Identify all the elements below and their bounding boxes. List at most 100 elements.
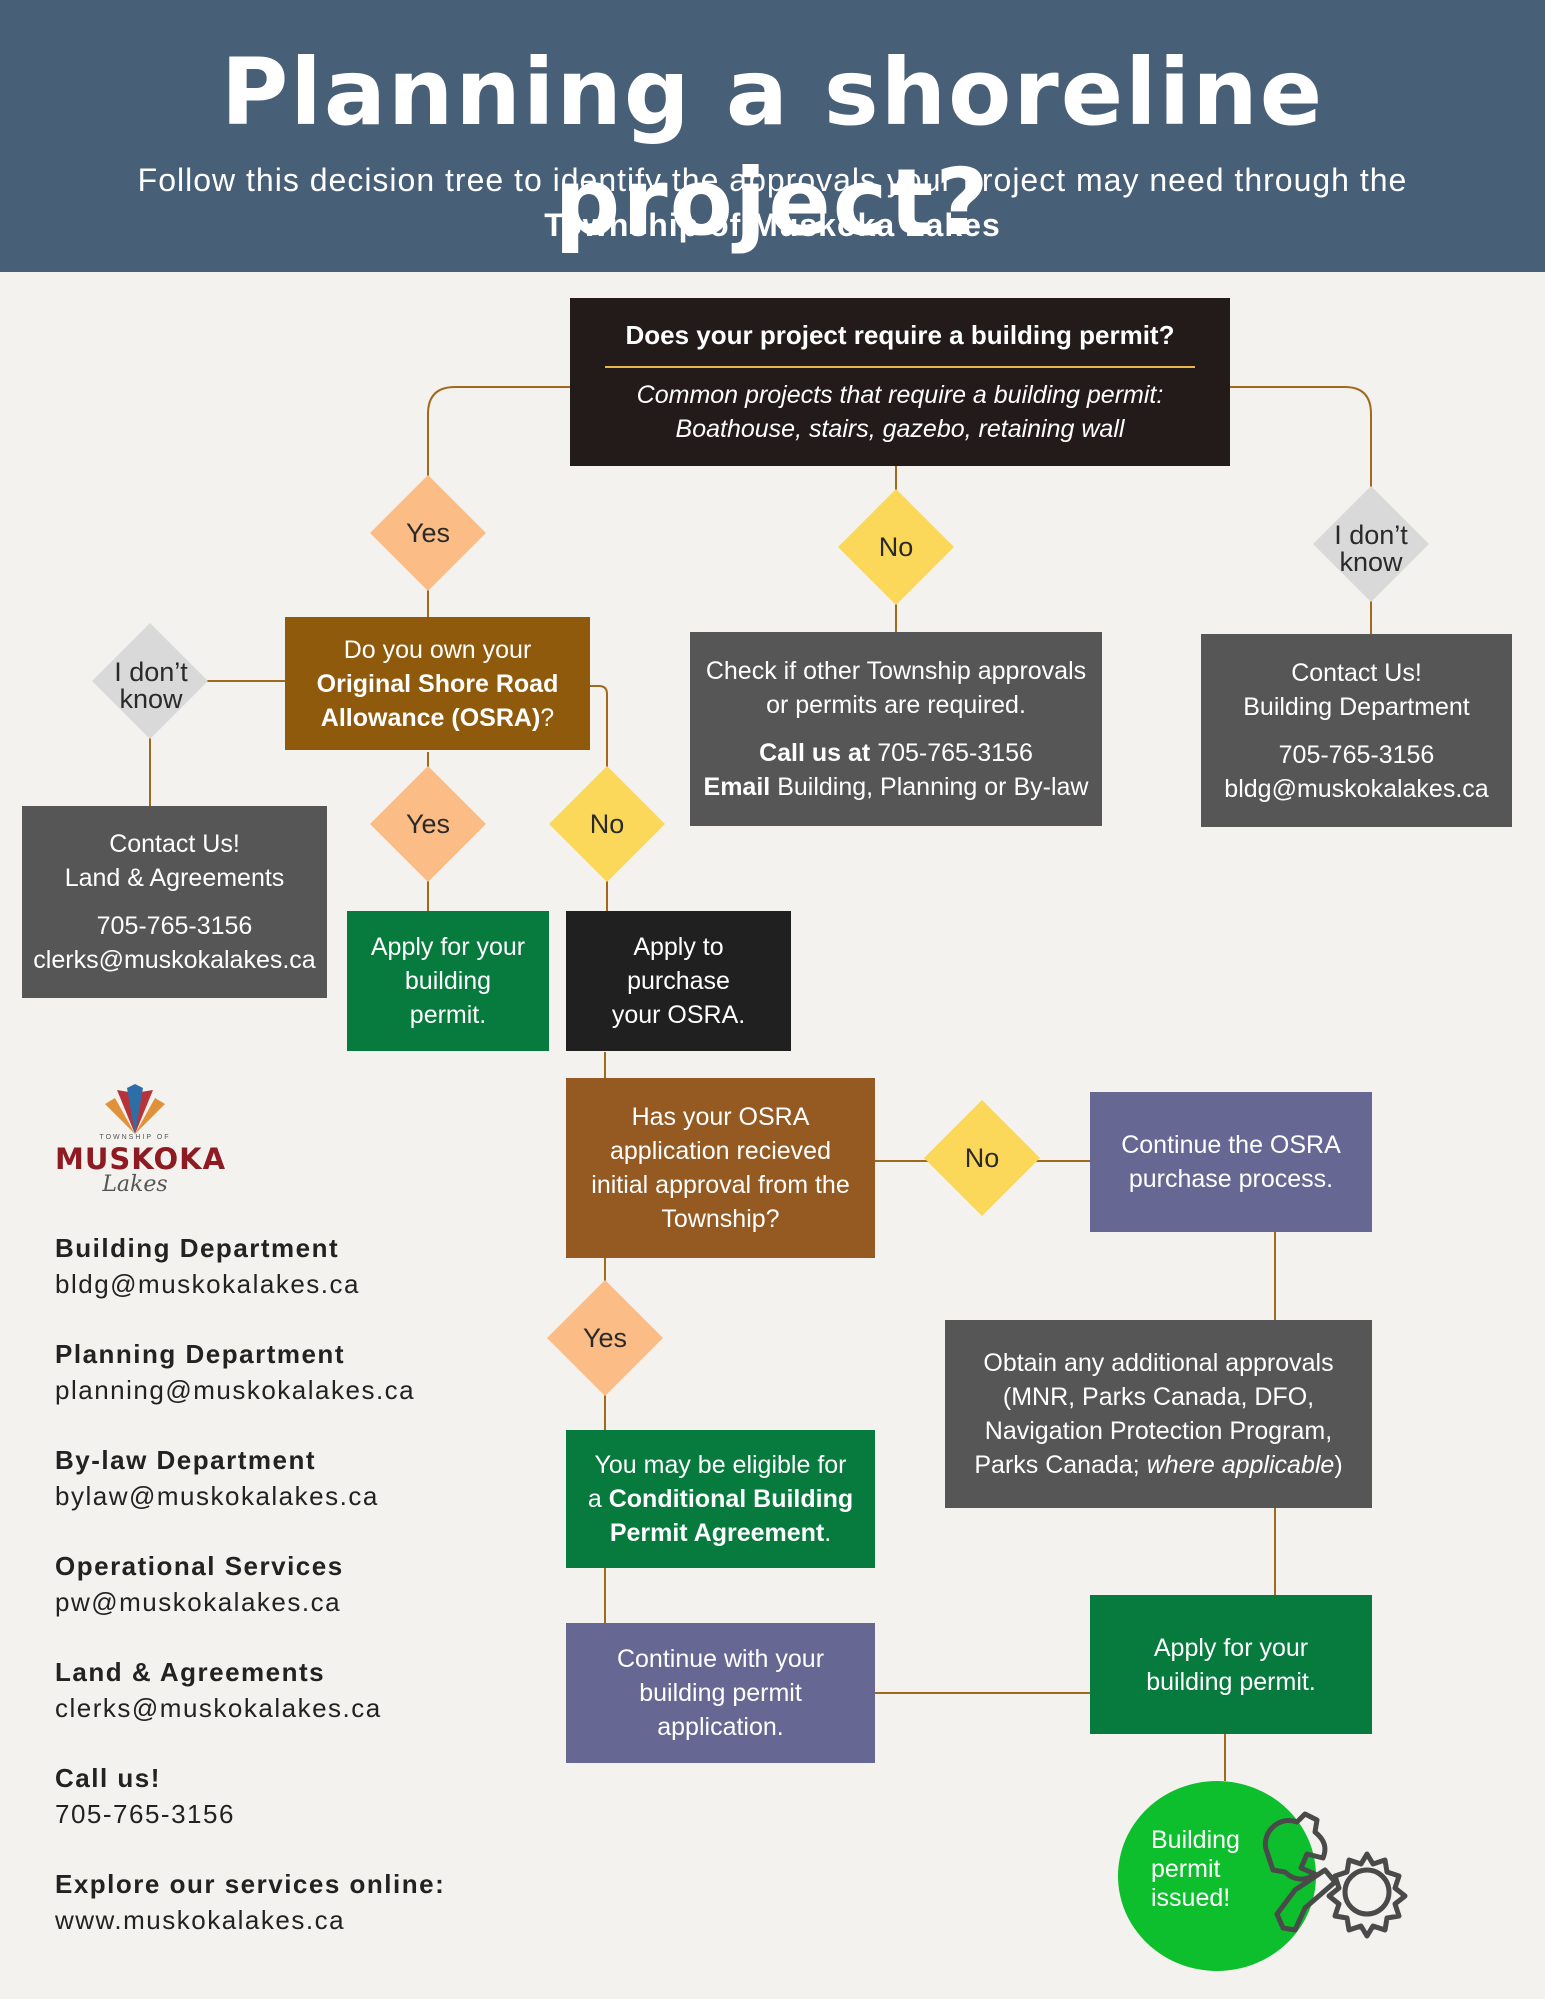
purchase-osra-line: your OSRA.: [611, 1001, 746, 1029]
page-title: Planning a shoreline project?: [220, 39, 1325, 256]
contact-phone[interactable]: 705-765-3156: [55, 1799, 235, 1829]
conditional-line: You may be eligible for: [594, 1451, 847, 1479]
additional-approvals-box: Obtain any additional approvals (MNR, Pa…: [945, 1320, 1372, 1508]
dont-know-label: I don’t know: [96, 659, 206, 713]
contact-heading: Land & Agreements: [55, 1657, 326, 1687]
website-link[interactable]: www.muskokalakes.ca: [55, 1905, 346, 1935]
osra-ownership-question: Do you own your Original Shore Road Allo…: [285, 617, 590, 750]
page-subtitle-organization: Township of Muskoka Lakes: [544, 207, 1001, 243]
contact-land-box: Contact Us! Land & Agreements 705-765-31…: [22, 806, 327, 998]
conditional-bold: Permit Agreement: [609, 1519, 825, 1547]
permit-issued-line: permit: [1151, 1855, 1221, 1883]
email-label: Email: [703, 773, 771, 801]
divider: [605, 366, 1195, 368]
phone-number: 705-765-3156: [877, 739, 1033, 767]
apply-building-permit-box: Apply for your building permit.: [1090, 1595, 1372, 1734]
check-other-line: Check if other Township approvals: [705, 657, 1087, 685]
contact-heading: Contact Us!: [109, 830, 240, 858]
permit-issued-label: Building permit issued!: [1151, 1826, 1240, 1913]
conditional-permit-box: You may be eligible for a Conditional Bu…: [566, 1430, 875, 1568]
osra-question-mark: ?: [540, 703, 555, 732]
dont-know-label-line: know: [119, 684, 183, 714]
no-label: No: [878, 532, 914, 562]
contact-item: Planning Department planning@muskokalake…: [55, 1336, 515, 1408]
contact-item: Explore our services online: www.muskoka…: [55, 1866, 515, 1938]
contact-email: clerks@muskokalakes.ca: [33, 946, 316, 974]
contact-heading: Building Department: [55, 1233, 340, 1263]
purchase-osra-box: Apply to purchase your OSRA.: [566, 911, 791, 1051]
header-banner: Planning a shoreline project? Follow thi…: [0, 0, 1545, 272]
continue-osra-line: Continue the OSRA: [1121, 1131, 1341, 1159]
dont-know-label: I don’t know: [1316, 522, 1426, 576]
continue-permit-line: Continue with your: [616, 1645, 825, 1673]
apply-building-permit-box: Apply for your building permit.: [347, 911, 549, 1051]
contact-email[interactable]: bylaw@muskokalakes.ca: [55, 1481, 379, 1511]
yes-label: Yes: [405, 518, 451, 548]
osra-question-line: Do you own your: [343, 635, 532, 664]
apply-permit-line: building permit.: [1146, 1667, 1316, 1696]
contact-heading: Call us!: [55, 1763, 161, 1793]
additional-paren: ): [1334, 1451, 1343, 1479]
additional-line: (MNR, Parks Canada, DFO,: [1002, 1383, 1315, 1411]
purchase-osra-line: purchase: [627, 967, 730, 995]
logo-mark-icon: [105, 1084, 165, 1134]
question-note-line: Boathouse, stairs, gazebo, retaining wal…: [675, 415, 1125, 443]
contact-item: Operational Services pw@muskokalakes.ca: [55, 1548, 515, 1620]
apply-permit-line: permit.: [409, 1001, 487, 1029]
no-label: No: [964, 1143, 1000, 1173]
contact-heading: Planning Department: [55, 1339, 345, 1369]
continue-permit-line: building permit: [639, 1679, 802, 1707]
contact-email: bldg@muskokalakes.ca: [1224, 774, 1489, 803]
apply-permit-line: building: [404, 967, 492, 995]
purchase-osra-line: Apply to: [633, 933, 724, 961]
question-note-line: Common projects that require a building …: [636, 381, 1164, 409]
conditional-line: a: [587, 1485, 602, 1513]
contact-heading: Contact Us!: [1291, 658, 1422, 687]
contact-item: By-law Department bylaw@muskokalakes.ca: [55, 1442, 515, 1514]
call-label: Call us at: [759, 739, 871, 767]
contact-email[interactable]: pw@muskokalakes.ca: [55, 1587, 342, 1617]
logo-script: Lakes: [102, 1172, 168, 1197]
dont-know-label-line: know: [1339, 547, 1403, 577]
check-other-line: or permits are required.: [766, 691, 1026, 719]
check-other-approvals-box: Check if other Township approvals or per…: [690, 632, 1102, 826]
continue-osra-line: purchase process.: [1128, 1165, 1334, 1193]
continue-permit-box: Continue with your building permit appli…: [566, 1623, 875, 1763]
wrench-gear-icon: [1263, 1811, 1408, 1939]
contact-building-box: Contact Us! Building Department 705-765-…: [1201, 634, 1512, 827]
contact-phone: 705-765-3156: [1278, 740, 1435, 769]
apply-permit-line: Apply for your: [370, 933, 526, 961]
contacts-list: Building Department bldg@muskokalakes.ca…: [55, 1230, 515, 1972]
additional-line: Parks Canada;: [974, 1451, 1140, 1479]
dont-know-label-line: I don’t: [1334, 520, 1408, 550]
contact-department: Building Department: [1243, 692, 1470, 721]
contact-email[interactable]: planning@muskokalakes.ca: [55, 1375, 416, 1405]
township-logo: TOWNSHIP OF MUSKOKA Lakes: [55, 1082, 227, 1197]
page-subtitle: Follow this decision tree to identify th…: [137, 162, 1408, 198]
osra-approval-line: Township?: [661, 1205, 780, 1233]
additional-line: Obtain any additional approvals: [983, 1349, 1334, 1377]
question-title: Does your project require a building per…: [625, 320, 1175, 350]
dont-know-label-line: I don’t: [114, 657, 188, 687]
contact-email[interactable]: bldg@muskokalakes.ca: [55, 1269, 360, 1299]
additional-line: Navigation Protection Program,: [984, 1417, 1333, 1445]
email-departments: Building, Planning or By-law: [777, 773, 1089, 801]
permit-issued-line: Building: [1151, 1826, 1240, 1854]
contact-phone: 705-765-3156: [96, 912, 253, 940]
osra-question-bold: Original Shore Road: [316, 669, 559, 698]
contact-department: Land & Agreements: [64, 864, 285, 892]
contact-heading: By-law Department: [55, 1445, 316, 1475]
logo-name: MUSKOKA: [55, 1142, 227, 1176]
osra-approval-line: initial approval from the: [591, 1171, 850, 1199]
contact-heading: Explore our services online:: [55, 1869, 446, 1899]
contact-item: Call us! 705-765-3156: [55, 1760, 515, 1832]
contact-heading: Operational Services: [55, 1551, 344, 1581]
continue-osra-box: Continue the OSRA purchase process.: [1090, 1092, 1372, 1232]
osra-approval-line: Has your OSRA: [631, 1103, 810, 1131]
contact-email[interactable]: clerks@muskokalakes.ca: [55, 1693, 382, 1723]
yes-label: Yes: [582, 1323, 628, 1353]
osra-approval-question: Has your OSRA application recieved initi…: [566, 1078, 875, 1258]
apply-permit-line: Apply for your: [1153, 1633, 1309, 1662]
additional-italic: where applicable: [1146, 1451, 1335, 1479]
osra-question-bold: Allowance (OSRA): [320, 703, 541, 732]
